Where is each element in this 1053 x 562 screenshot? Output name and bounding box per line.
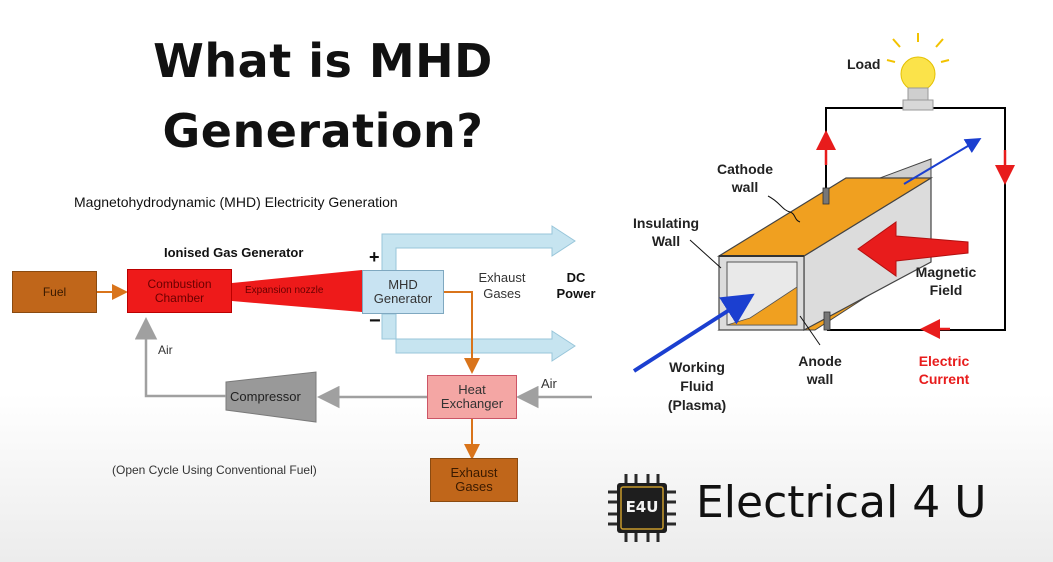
electric-current-text: Electric Current xyxy=(918,353,970,387)
magnetic-field-arrow xyxy=(857,221,969,277)
e4u-logo xyxy=(608,474,676,542)
exhaust-gases-box: Exhaust Gases xyxy=(430,458,518,502)
anode-leader-line xyxy=(799,315,821,346)
load-label: Load xyxy=(847,56,881,72)
plasma-exit-arrow xyxy=(903,137,982,185)
compressor-shape xyxy=(225,371,317,423)
cathode-leader-line xyxy=(767,195,801,223)
negative-terminal: − xyxy=(369,310,381,332)
cathode-wall-text: Cathode wall xyxy=(717,161,773,195)
positive-terminal: + xyxy=(369,247,380,267)
air-label-right: Air xyxy=(541,376,557,391)
anode-wall-text: Anode wall xyxy=(798,353,842,387)
air-label-left: Air xyxy=(158,343,173,357)
compressor-return-line xyxy=(134,317,226,398)
dc-power-label: DC Power xyxy=(548,270,604,302)
ionised-gas-generator-label: Ionised Gas Generator xyxy=(164,245,304,260)
fuel-box: Fuel xyxy=(12,271,97,313)
exhaust-gases-label: Exhaust Gases xyxy=(472,270,532,302)
slide-title-line-2: Generation? xyxy=(162,104,484,158)
insulating-wall-label: Insulating Wall xyxy=(626,214,706,250)
mhd-flow-heading: Magnetohydrodynamic (MHD) Electricity Ge… xyxy=(74,194,398,210)
mhd-to-heat-exchanger-line xyxy=(444,291,480,374)
dc-power-text: DC Power xyxy=(556,270,596,301)
insulating-wall-text: Insulating Wall xyxy=(632,215,700,249)
insulating-leader-line xyxy=(689,239,722,269)
upper-exhaust-pipe xyxy=(381,225,576,273)
exhaust-gases-text: Exhaust Gases xyxy=(478,270,526,301)
cathode-wall-label: Cathode wall xyxy=(706,160,784,196)
working-fluid-text: Working Fluid (Plasma) xyxy=(667,359,727,413)
open-cycle-caption: (Open Cycle Using Conventional Fuel) xyxy=(112,463,317,477)
brand-name: Electrical 4 U xyxy=(696,477,987,528)
working-fluid-arrow xyxy=(632,293,755,373)
expansion-nozzle-label: Expansion nozzle xyxy=(245,285,324,296)
light-bulb-icon xyxy=(886,33,950,111)
anode-terminal xyxy=(823,311,831,331)
mhd-generator-box: MHD Generator xyxy=(362,270,444,314)
cathode-terminal xyxy=(822,187,830,205)
slide-title-line-1: What is MHD xyxy=(153,34,493,88)
working-fluid-label: Working Fluid (Plasma) xyxy=(656,358,738,415)
e4u-logo-text: E4U xyxy=(625,498,659,516)
lower-exhaust-pipe xyxy=(381,313,576,362)
compressor-label: Compressor xyxy=(230,389,301,404)
expansion-nozzle-shape xyxy=(232,270,362,312)
magnetic-field-label: Magnetic Field xyxy=(906,263,986,299)
heat-exchanger-box: Heat Exchanger xyxy=(427,375,517,419)
magnetic-field-text: Magnetic Field xyxy=(915,264,977,298)
electric-current-label: Electric Current xyxy=(906,352,982,388)
anode-wall-label: Anode wall xyxy=(790,352,850,388)
combustion-chamber-box: Combustion Chamber xyxy=(127,269,232,313)
